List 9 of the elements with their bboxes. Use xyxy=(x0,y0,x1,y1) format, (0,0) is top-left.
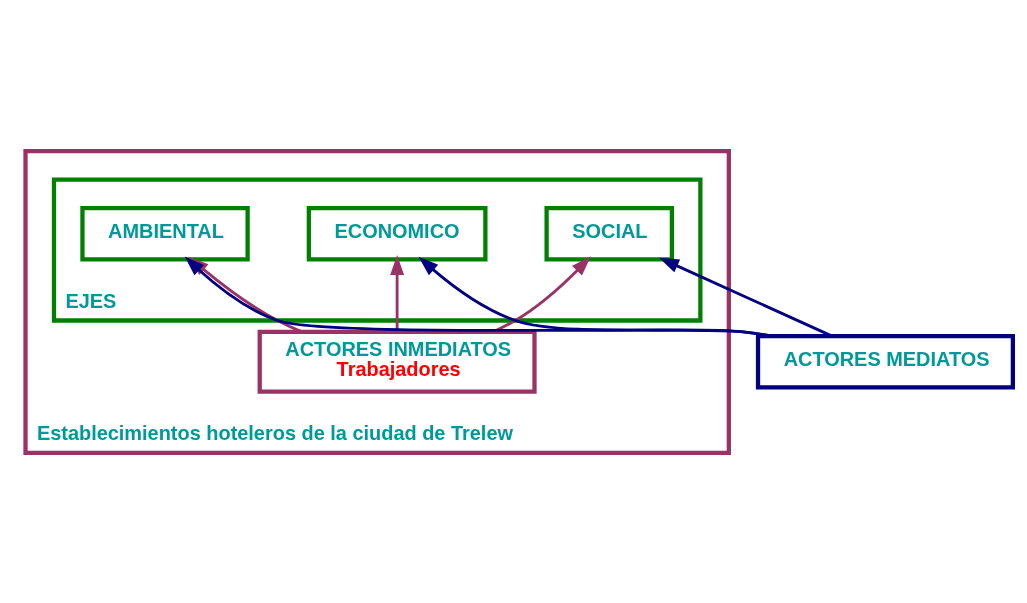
arrow xyxy=(390,254,405,331)
node-box: ACTORES MEDIATOS xyxy=(755,333,1015,390)
node-box: AMBIENTAL xyxy=(80,205,250,261)
node-box: ACTORES INMEDIATOS Trabajadores xyxy=(257,329,537,394)
node-box: ECONOMICO xyxy=(306,205,488,261)
arrow xyxy=(492,255,591,333)
arrow xyxy=(418,256,773,338)
arrow xyxy=(659,257,833,337)
node-box: SOCIAL xyxy=(544,205,675,261)
